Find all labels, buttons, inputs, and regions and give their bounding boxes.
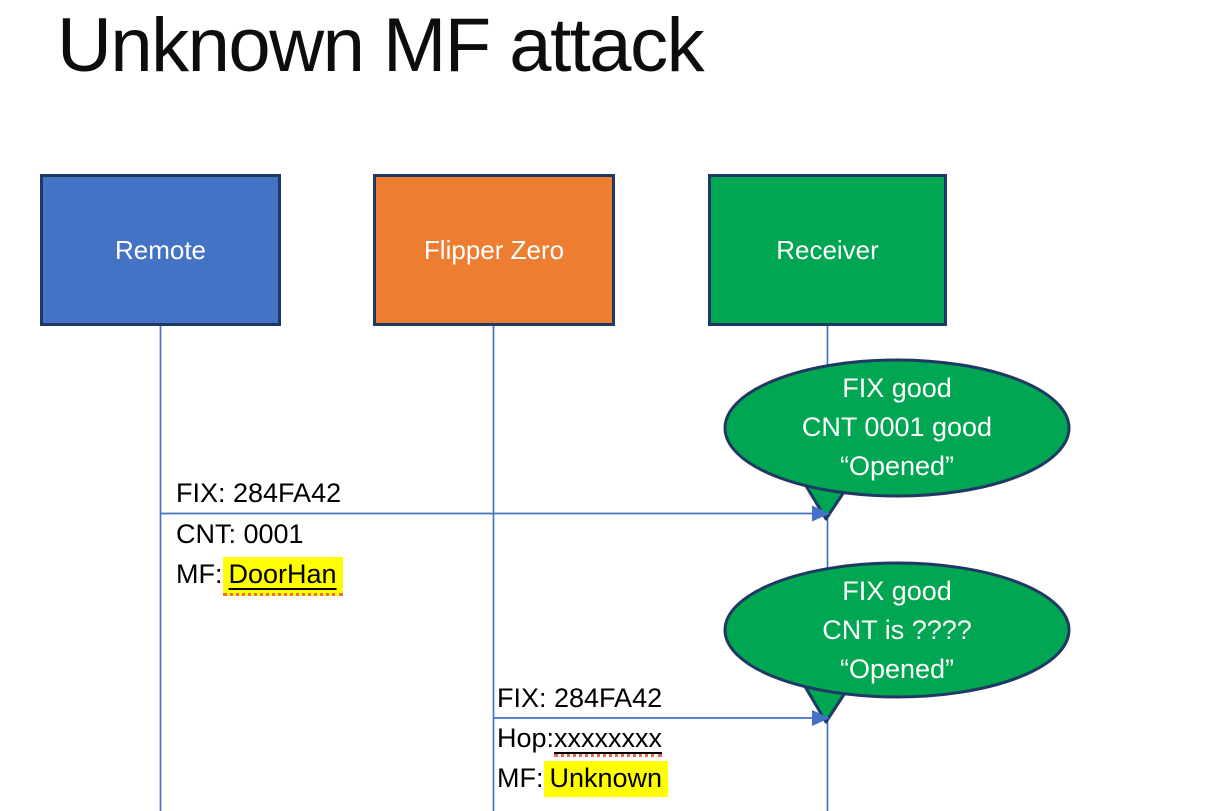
highlighted-value-doorhan: DoorHan (222, 557, 343, 596)
message-2-details: Hop: xxxxxxxx MF: Unknown (497, 723, 669, 799)
callout-line: FIX good (842, 576, 952, 606)
message-1-row-cnt: CNT: 0001 (176, 519, 343, 557)
callout-2-text: FIX good CNT is ???? “Opened” (725, 572, 1069, 689)
actor-box-receiver: Receiver (708, 174, 947, 326)
arrowhead-icon-1 (812, 505, 830, 522)
message-1-row-mf: MF: DoorHan (176, 557, 343, 596)
actor-label-flipper-zero: Flipper Zero (423, 234, 565, 265)
message-2-row-mf: MF: Unknown (497, 761, 669, 799)
highlighted-value-unknown: Unknown (543, 761, 669, 797)
actor-box-flipper-zero: Flipper Zero (373, 174, 615, 326)
message-1-details: CNT: 0001 MF: DoorHan (176, 519, 343, 596)
arrowhead-icon-2 (812, 710, 830, 726)
actor-box-remote: Remote (40, 174, 281, 326)
message-1-mf-prefix: MF: (176, 559, 223, 589)
message-2-row-hop: Hop: xxxxxxxx (497, 723, 668, 761)
message-1-label-above: FIX: 284FA42 (176, 478, 342, 508)
actor-label-remote: Remote (114, 234, 207, 265)
message-1-cnt-text: CNT: 0001 (176, 519, 304, 549)
callout-line: CNT 0001 good (801, 412, 993, 442)
message-2-label-above: FIX: 284FA42 (497, 683, 663, 713)
callout-line: “Opened” (839, 451, 955, 481)
slide-title: Unknown MF attack (57, 3, 705, 88)
message-2-hop-prefix: Hop: (497, 723, 555, 753)
callout-line: FIX good (842, 373, 952, 403)
message-2-mf-prefix: MF: (497, 763, 544, 793)
callout-line: “Opened” (839, 654, 955, 684)
callout-1-text: FIX good CNT 0001 good “Opened” (725, 369, 1069, 486)
squiggled-value-hop: xxxxxxxx (554, 723, 663, 757)
actor-label-receiver: Receiver (776, 234, 879, 265)
callout-line: CNT is ???? (822, 615, 972, 645)
